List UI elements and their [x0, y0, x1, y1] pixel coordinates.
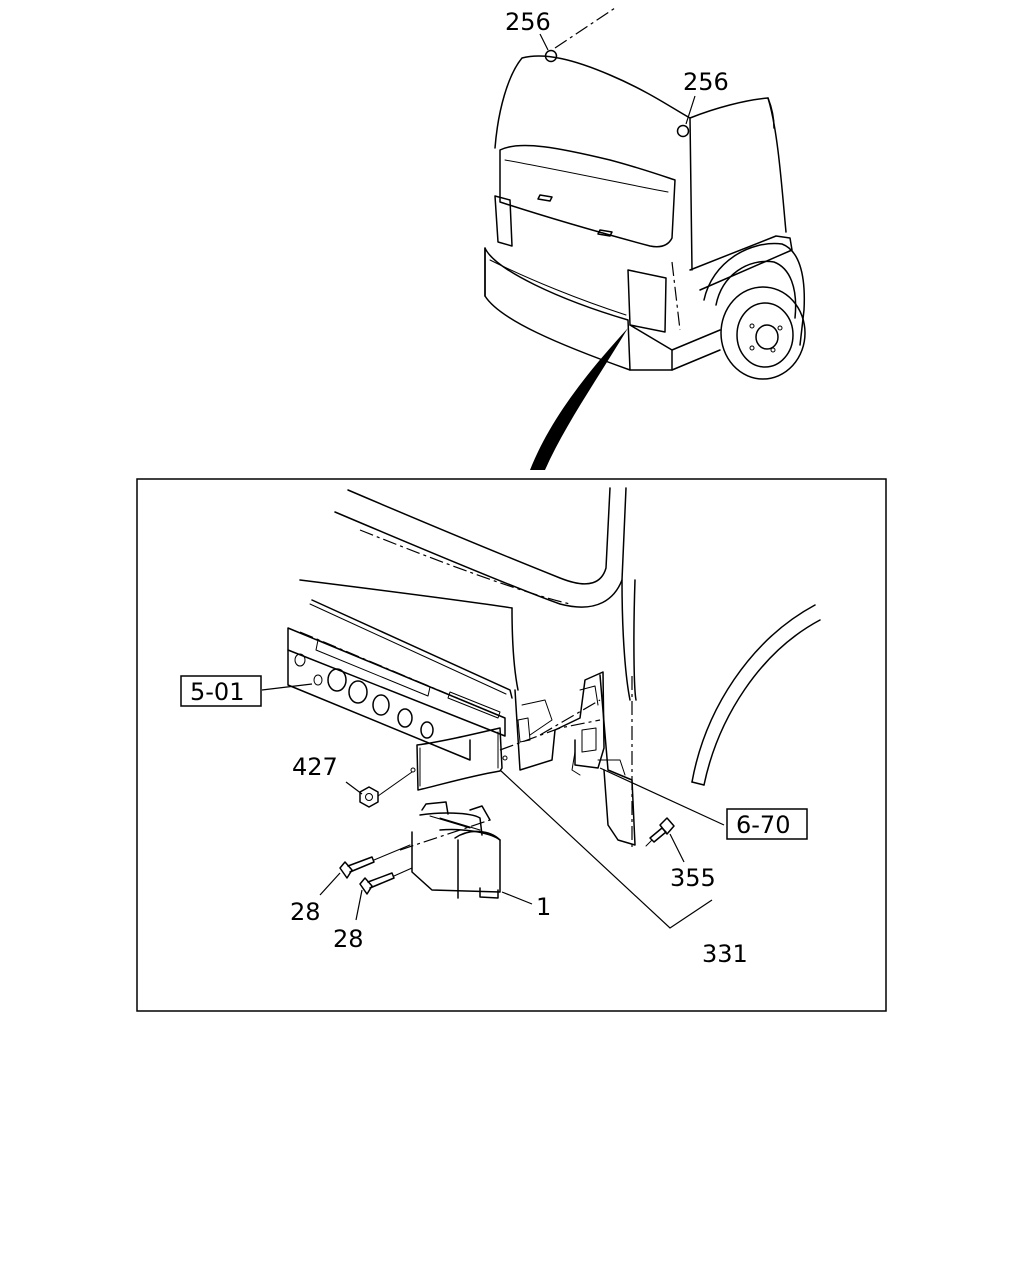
ref-label-6-70[interactable]: 6-70: [736, 811, 790, 839]
callout-355: 355: [670, 864, 716, 892]
nut-427: [359, 786, 379, 808]
bolt-28-lower: [359, 867, 413, 895]
grommet-256-top-marker: [544, 49, 558, 63]
ref-label-5-01[interactable]: 5-01: [190, 678, 244, 706]
screw-355: [645, 817, 675, 847]
callout-331: 331: [702, 940, 748, 968]
callout-256-right: 256: [683, 68, 729, 96]
detail-frame: [136, 478, 887, 1012]
detail-view: [261, 487, 821, 929]
callout-427: 427: [292, 753, 338, 781]
callout-256-top: 256: [505, 8, 551, 36]
detail-pointer-arrow: [530, 328, 628, 470]
callout-28-a: 28: [290, 898, 321, 926]
callout-1: 1: [536, 893, 551, 921]
bolt-28-upper: [339, 844, 411, 879]
ref-box-5-01: [180, 675, 262, 707]
cab-overview: [484, 7, 806, 380]
grommet-256-right-marker: [676, 124, 690, 138]
callout-28-b: 28: [333, 925, 364, 953]
ref-box-6-70: [726, 808, 808, 840]
